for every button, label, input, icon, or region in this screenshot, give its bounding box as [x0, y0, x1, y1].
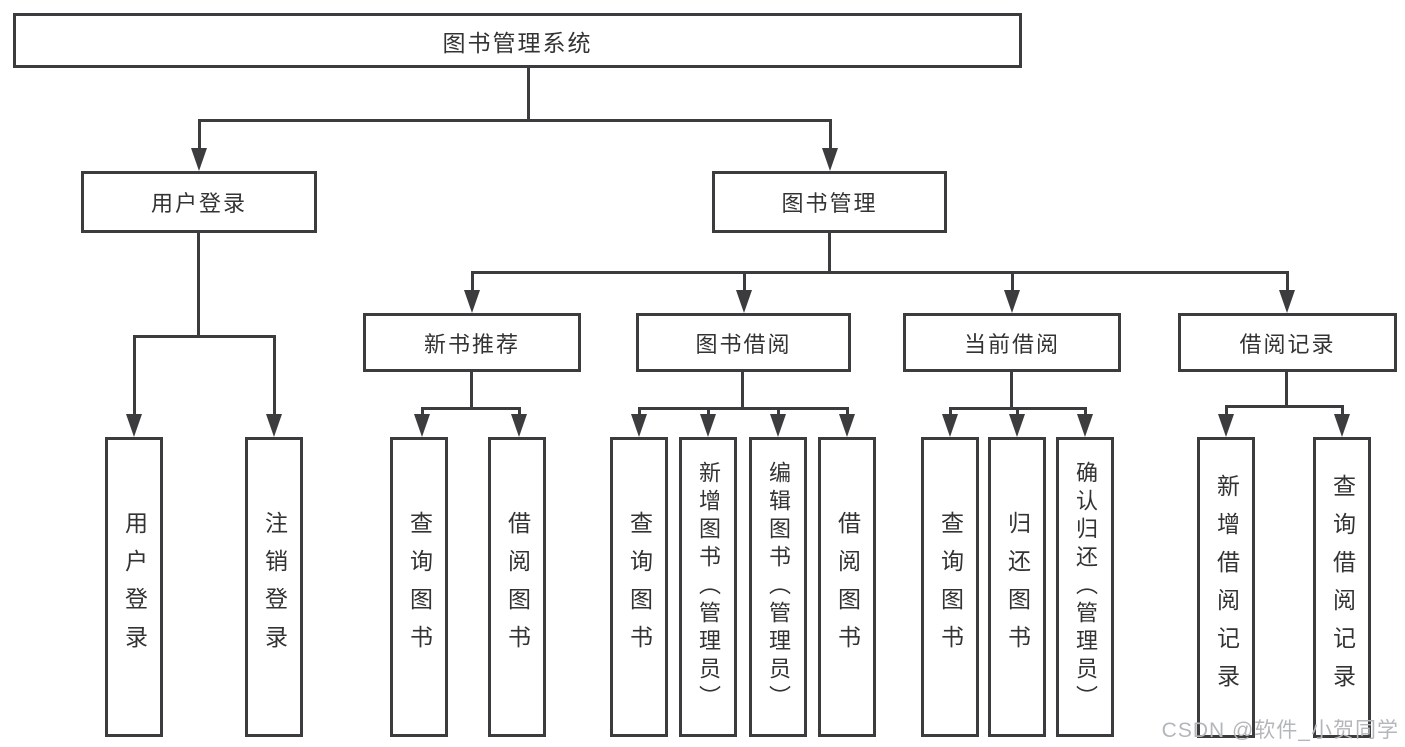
connector-record-stem: [1285, 372, 1288, 406]
arrow-down-icon: [822, 119, 838, 171]
leaf-return-book-label: 归还图书: [1004, 511, 1031, 663]
node-new-book-recommend: 新书推荐: [363, 313, 581, 372]
connector-mgmt-stem: [828, 232, 831, 273]
connector-borrow-bar: [639, 407, 848, 410]
leaf-add-book-admin: 新增图书（管理员）: [679, 437, 737, 737]
arrow-down-icon: [942, 407, 958, 437]
leaf-borrow-query-book: 查询图书: [610, 437, 668, 737]
node-book-borrow-label: 图书借阅: [695, 331, 792, 357]
connector-recommend-bar: [422, 407, 521, 410]
node-user-login-label: 用户登录: [150, 191, 247, 216]
arrow-down-icon: [511, 407, 527, 437]
leaf-current-query-book: 查询图书: [921, 437, 979, 737]
leaf-user-login-label: 用户登录: [121, 511, 148, 663]
node-borrow-record: 借阅记录: [1178, 313, 1397, 372]
arrow-down-icon: [1077, 407, 1093, 437]
arrow-down-icon: [266, 335, 282, 437]
leaf-borrow-query-book-label: 查询图书: [626, 511, 653, 663]
node-book-borrow: 图书借阅: [636, 313, 851, 372]
connector-borrow-stem: [741, 372, 744, 408]
leaf-edit-book-admin: 编辑图书（管理员）: [749, 437, 807, 737]
connector-login-bar: [134, 335, 275, 338]
node-borrow-record-label: 借阅记录: [1239, 331, 1336, 357]
leaf-user-login: 用户登录: [105, 437, 163, 737]
leaf-logout: 注销登录: [245, 437, 303, 737]
leaf-recommend-query-book-label: 查询图书: [406, 511, 433, 663]
node-current-borrow: 当前借阅: [903, 313, 1121, 372]
connector-record-bar: [1226, 405, 1343, 408]
leaf-query-borrow-record-label: 查询借阅记录: [1329, 473, 1356, 702]
leaf-add-borrow-record: 新增借阅记录: [1197, 437, 1255, 738]
arrow-down-icon: [1004, 271, 1020, 313]
arrow-down-icon: [1279, 271, 1295, 313]
leaf-return-book: 归还图书: [988, 437, 1046, 737]
leaf-logout-label: 注销登录: [261, 511, 288, 663]
arrow-down-icon: [839, 407, 855, 437]
leaf-current-query-book-label: 查询图书: [937, 511, 964, 663]
node-current-borrow-label: 当前借阅: [963, 331, 1060, 357]
leaf-add-borrow-record-label: 新增借阅记录: [1213, 473, 1240, 702]
arrow-down-icon: [191, 119, 207, 171]
connector-current-stem: [1010, 372, 1013, 408]
csdn-watermark: CSDN @软件_小贺同学: [1161, 719, 1399, 742]
connector-recommend-stem: [470, 372, 473, 408]
arrow-down-icon: [1218, 405, 1234, 437]
connector-root-bar: [198, 119, 831, 122]
connector-root-stem: [527, 68, 530, 120]
leaf-edit-book-admin-label: 编辑图书（管理员）: [766, 461, 791, 713]
leaf-borrow-book: 借阅图书: [818, 437, 876, 737]
leaf-add-book-admin-label: 新增图书（管理员）: [696, 461, 721, 713]
node-new-book-recommend-label: 新书推荐: [423, 331, 520, 357]
arrow-down-icon: [770, 407, 786, 437]
arrow-down-icon: [126, 335, 142, 437]
arrow-down-icon: [414, 407, 430, 437]
leaf-recommend-query-book: 查询图书: [390, 437, 448, 737]
node-system-root: 图书管理系统: [13, 13, 1022, 68]
leaf-query-borrow-record: 查询借阅记录: [1313, 437, 1371, 738]
leaf-confirm-return-admin: 确认归还（管理员）: [1056, 437, 1114, 737]
node-user-login: 用户登录: [81, 171, 317, 233]
arrow-down-icon: [736, 271, 752, 313]
arrow-down-icon: [1009, 407, 1025, 437]
arrow-down-icon: [700, 407, 716, 437]
connector-mgmt-bar: [472, 271, 1287, 274]
connector-login-stem: [197, 233, 200, 336]
node-system-root-label: 图书管理系统: [442, 29, 593, 56]
leaf-confirm-return-admin-label: 确认归还（管理员）: [1073, 461, 1098, 713]
arrow-down-icon: [1334, 405, 1350, 437]
arrow-down-icon: [631, 407, 647, 437]
leaf-recommend-borrow-book: 借阅图书: [488, 437, 546, 737]
node-book-management-label: 图书管理: [781, 191, 878, 216]
node-book-management: 图书管理: [712, 171, 947, 233]
arrow-down-icon: [464, 271, 480, 313]
leaf-recommend-borrow-book-label: 借阅图书: [504, 511, 531, 663]
leaf-borrow-book-label: 借阅图书: [834, 511, 861, 663]
